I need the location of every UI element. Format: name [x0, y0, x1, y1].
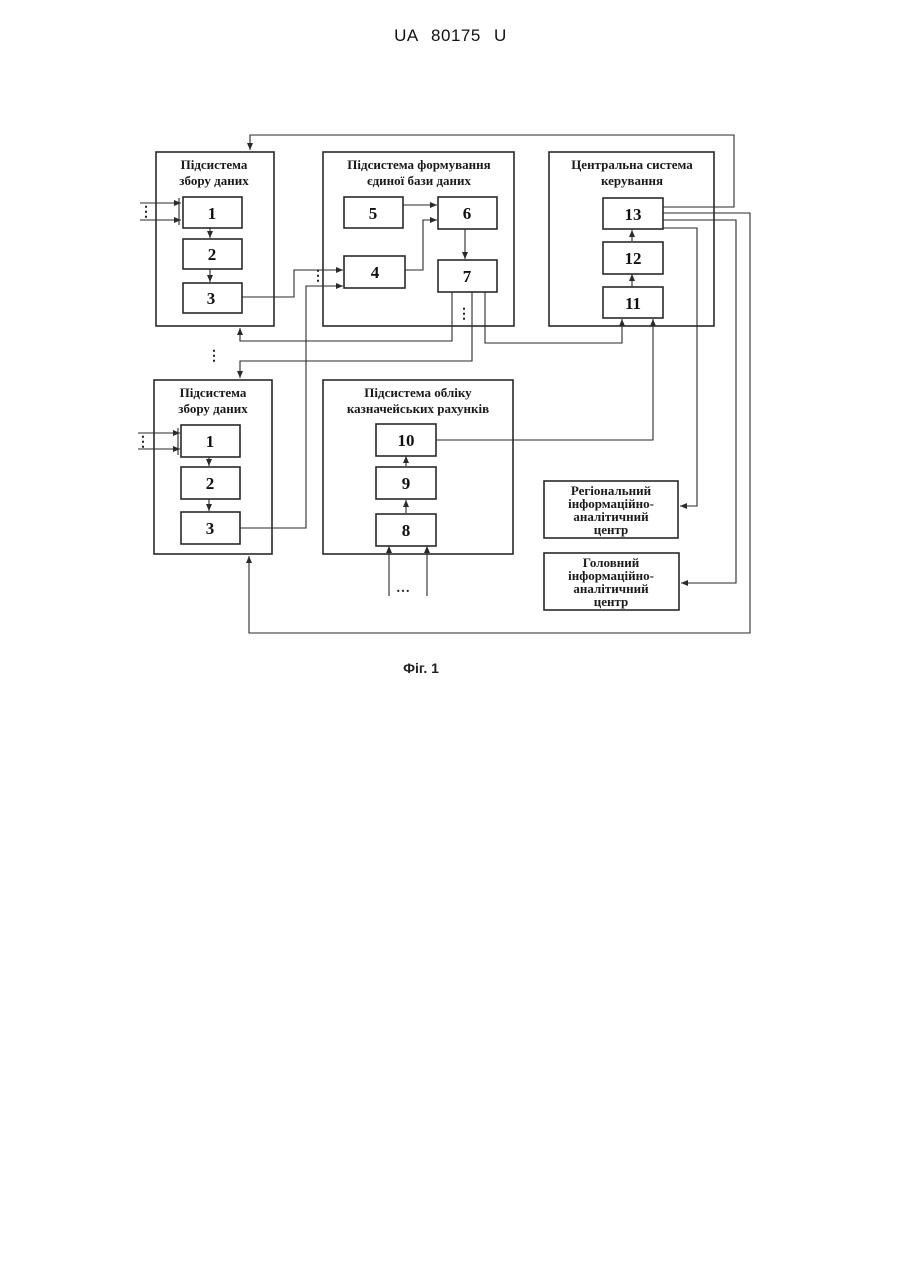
block-13-label: 13: [625, 205, 642, 224]
block-5-label: 5: [369, 204, 378, 223]
db-forming-title-1: Підсистема формування: [347, 157, 490, 172]
ellipsis-inputs-bottom: ⋮: [136, 435, 150, 450]
block-10-label: 10: [398, 431, 415, 450]
ellipsis-between-subsystems: ⋮: [207, 349, 221, 364]
block-1-top-label: 1: [208, 204, 217, 223]
block-3-bottom-label: 3: [206, 519, 215, 538]
db-forming-title-2: єдиної бази даних: [367, 173, 472, 188]
ellipsis-to-block-4: ⋮: [311, 269, 325, 284]
ellipsis-block-7-outputs: ⋮: [457, 307, 471, 322]
collect-bottom-title-2: збору даних: [178, 401, 248, 416]
block-1-bottom-label: 1: [206, 432, 215, 451]
block-8-label: 8: [402, 521, 411, 540]
ellipsis-inputs-top: ⋮: [139, 205, 153, 220]
collect-top-title-1: Підсистема: [181, 157, 248, 172]
regional-center-line-4: центр: [594, 522, 629, 537]
block-3-top-label: 3: [207, 289, 216, 308]
central-title-2: керування: [601, 173, 663, 188]
figure-caption: Фіг. 1: [0, 660, 842, 676]
treasury-title-2: казначейських рахунків: [347, 401, 489, 416]
block-4-label: 4: [371, 263, 380, 282]
block-2-top-label: 2: [208, 245, 217, 264]
central-title-1: Центральна система: [571, 157, 693, 172]
collect-bottom-title-1: Підсистема: [180, 385, 247, 400]
treasury-title-1: Підсистема обліку: [364, 385, 472, 400]
block-11-label: 11: [625, 294, 641, 313]
block-7-label: 7: [463, 267, 472, 286]
collect-top-title-2: збору даних: [179, 173, 249, 188]
ellipsis-block-8-inputs: …: [396, 581, 410, 596]
main-center-line-4: центр: [594, 594, 629, 609]
block-9-label: 9: [402, 474, 411, 493]
block-6-label: 6: [463, 204, 472, 223]
block-12-label: 12: [625, 249, 642, 268]
block-2-bottom-label: 2: [206, 474, 215, 493]
